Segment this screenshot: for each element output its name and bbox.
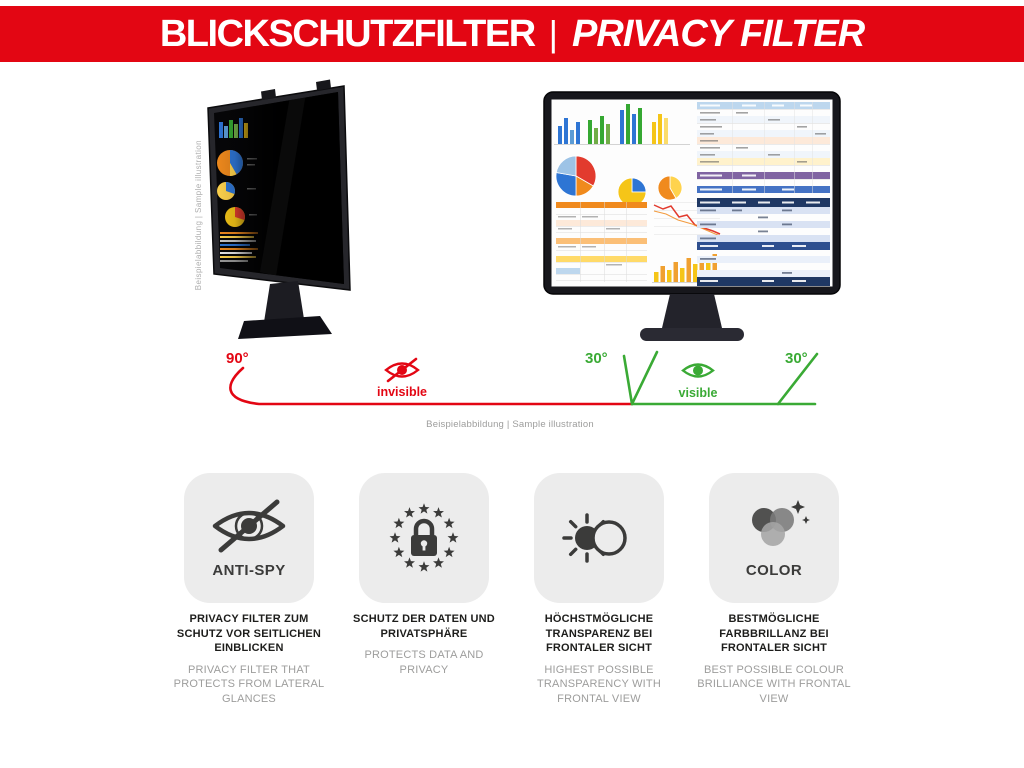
invisible-label: invisible [376, 385, 428, 399]
filter-clip-tab [316, 79, 331, 91]
sun-circle-icon [562, 513, 627, 563]
overlapping-circles-icon [752, 499, 810, 546]
angle-wedge-30 [622, 350, 659, 406]
color-label: COLOR [745, 561, 803, 579]
dashboard-table-top [697, 102, 830, 193]
visible-label: visible [678, 386, 718, 400]
lock-stars-icon [389, 503, 459, 572]
crossed-eye-icon [212, 499, 286, 552]
feature-card-transparency [534, 473, 664, 603]
sparkle-icon [802, 515, 810, 524]
angle-30-right-label: 30° [785, 350, 808, 367]
title-divider: | [548, 13, 559, 54]
left-monitor-illustration [207, 79, 351, 339]
title-german: BLICKSCHUTZFILTER [159, 12, 536, 55]
dashboard-pie-charts [555, 155, 683, 207]
feature-text-en: BEST POSSIBLE COLOUR BRILLIANCE WITH FRO… [697, 663, 851, 705]
feature-text-de: SCHUTZ DER DATEN UND PRIVATSPHÄRE [353, 613, 495, 640]
right-monitor-stand-base [640, 328, 744, 341]
feature-text-de: PRIVACY FILTER ZUM SCHUTZ VOR SEITLICHEN… [176, 613, 322, 655]
feature-card-anti-spy: ANTI-SPY [184, 473, 314, 603]
feature-text-en: HIGHEST POSSIBLE TRANSPARENCY WITH FRONT… [536, 663, 661, 705]
feature-text-color: BESTMÖGLICHE FARBBRILLANZ BEI FRONTALER … [695, 612, 853, 706]
right-monitor-stand-neck [662, 294, 722, 328]
dashboard-line-chart [653, 202, 721, 237]
sparkle-icon [791, 499, 805, 514]
angle-diagram [229, 350, 819, 406]
invisible-eye-icon [384, 357, 420, 383]
anti-spy-label: ANTI-SPY [212, 561, 286, 579]
filter-clip-tab [261, 89, 276, 100]
feature-text-de: BESTMÖGLICHE FARBBRILLANZ BEI FRONTALER … [719, 613, 829, 655]
header-banner: BLICKSCHUTZFILTER | PRIVACY FILTER [0, 6, 1024, 62]
right-monitor-illustration [543, 91, 841, 341]
feature-text-anti-spy: PRIVACY FILTER ZUM SCHUTZ VOR SEITLICHEN… [170, 612, 328, 706]
angle-30-left-label: 30° [585, 350, 608, 367]
visible-eye-icon [681, 363, 715, 378]
feature-text-transparency: HÖCHSTMÖGLICHE TRANSPARENZ BEI FRONTALER… [520, 612, 678, 706]
left-monitor-stand-base [238, 316, 332, 339]
sample-caption: Beispielabbildung | Sample illustration [426, 419, 594, 430]
dashboard-bar-charts [554, 104, 690, 145]
feature-text-en: PRIVACY FILTER THAT PROTECTS FROM LATERA… [173, 663, 325, 705]
dashboard-table-bottom [697, 198, 830, 286]
feature-text-data-protection: SCHUTZ DER DATEN UND PRIVATSPHÄRE PROTEC… [345, 612, 503, 677]
feature-text-en: PROTECTS DATA AND PRIVACY [364, 649, 484, 676]
angle-90-label: 90° [226, 350, 249, 367]
partially-visible-content [214, 92, 344, 284]
feature-text-de: HÖCHSTMÖGLICHE TRANSPARENZ BEI FRONTALER… [544, 613, 654, 655]
left-monitor-stand-neck [264, 281, 304, 322]
title-english: PRIVACY FILTER [572, 12, 865, 55]
angle-arc-90 [229, 366, 634, 406]
dashboard-spreadsheet [556, 202, 647, 282]
angle-line-30-right [776, 352, 819, 406]
feature-card-color: COLOR [709, 473, 839, 603]
feature-card-data-protection [359, 473, 489, 603]
